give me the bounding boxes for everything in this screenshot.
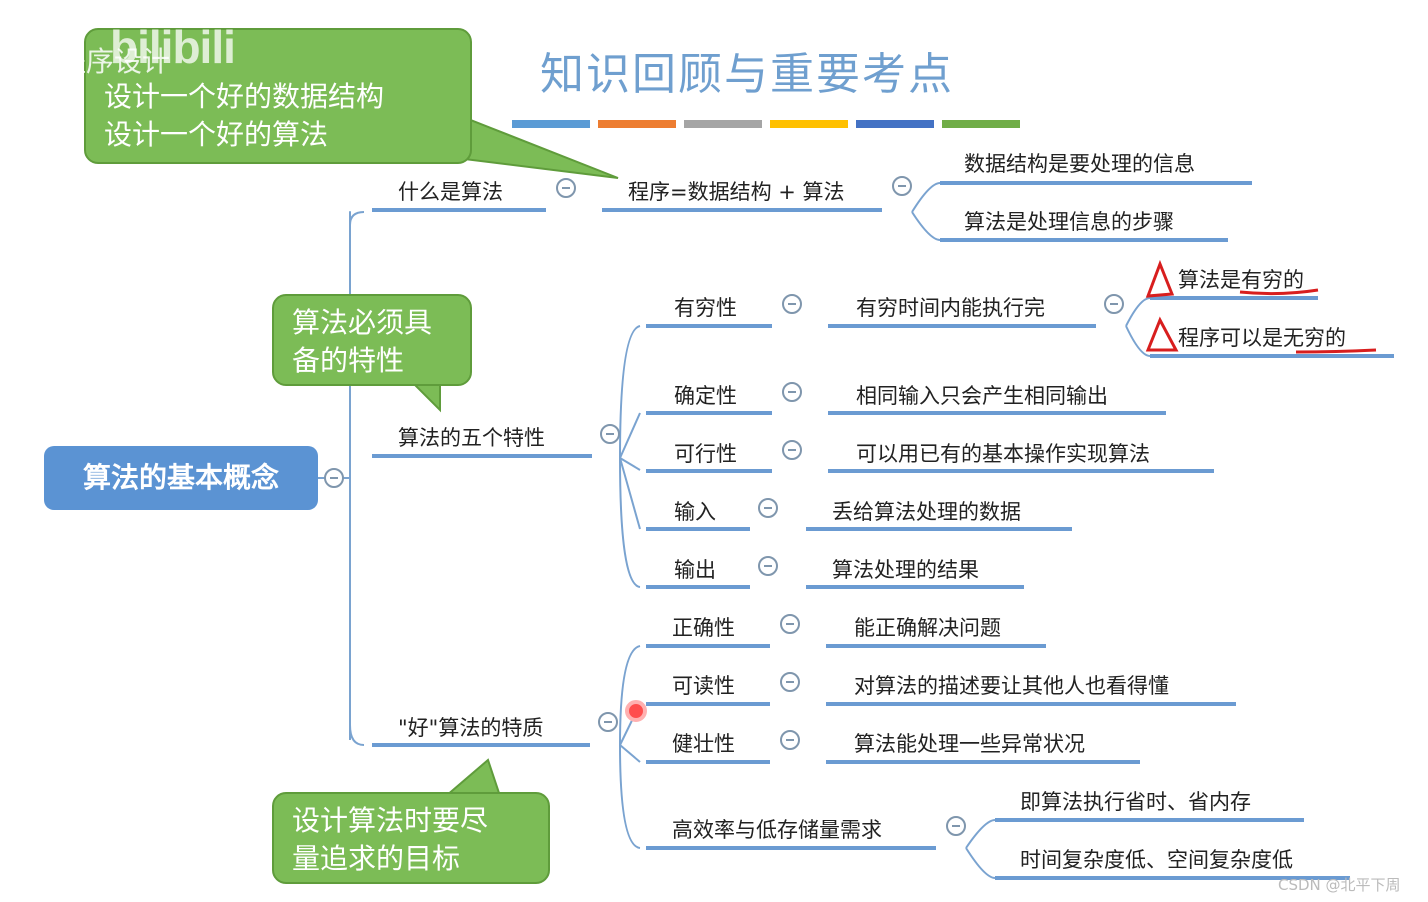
- node-program-child-1[interactable]: 数据结构是要处理的信息: [964, 152, 1195, 176]
- handwritten-annotations: [1145, 259, 1377, 354]
- callout-bottom-pointer: [443, 758, 502, 797]
- node-what-is-algorithm[interactable]: 什么是算法: [398, 180, 503, 204]
- callout-top-line2: 设计一个好的算法: [104, 118, 329, 151]
- node-feasibility[interactable]: 可行性: [674, 442, 737, 466]
- root-node[interactable]: 算法的基本概念: [44, 446, 318, 510]
- node-robustness-desc[interactable]: 算法能处理一些异常状况: [854, 732, 1085, 756]
- callout-bottom-line2: 量追求的目标: [292, 842, 461, 875]
- collapse-icon[interactable]: [600, 424, 620, 444]
- collapse-icon[interactable]: [892, 176, 912, 196]
- callout-mid-line1: 算法必须具: [292, 306, 433, 339]
- node-program-child-2[interactable]: 算法是处理信息的步骤: [964, 210, 1174, 234]
- callout-top-line1: 设计一个好的数据结构: [104, 80, 385, 113]
- node-definiteness-desc[interactable]: 相同输入只会产生相同输出: [856, 384, 1108, 408]
- node-finite-child-1[interactable]: 算法是有穷的: [1178, 268, 1304, 292]
- node-correctness-desc[interactable]: 能正确解决问题: [854, 616, 1001, 640]
- callout-mid: 算法必须具 备的特性: [272, 294, 472, 386]
- collapse-icon[interactable]: [946, 816, 966, 836]
- collapse-icon[interactable]: [782, 440, 802, 460]
- node-output[interactable]: 输出: [674, 558, 716, 582]
- node-robustness[interactable]: 健壮性: [672, 732, 735, 756]
- collapse-icon[interactable]: [758, 556, 778, 576]
- node-finiteness[interactable]: 有穷性: [674, 296, 737, 320]
- node-good-algorithm[interactable]: "好"算法的特质: [398, 716, 544, 740]
- bilibili-logo: bilibili: [110, 21, 236, 73]
- node-efficiency-child-2[interactable]: 时间复杂度低、空间复杂度低: [1020, 848, 1293, 872]
- callout-bottom: 设计算法时要尽 量追求的目标: [272, 792, 550, 884]
- node-input-desc[interactable]: 丢给算法处理的数据: [832, 500, 1021, 524]
- node-correctness[interactable]: 正确性: [672, 616, 735, 640]
- collapse-icon[interactable]: [598, 712, 618, 732]
- video-watermark: 算法程序设计: [2, 45, 171, 78]
- callout-bottom-line1: 设计算法时要尽: [292, 804, 489, 837]
- node-finiteness-desc[interactable]: 有穷时间内能执行完: [856, 296, 1045, 320]
- callout-mid-line2: 备的特性: [292, 344, 405, 377]
- collapse-icon[interactable]: [758, 498, 778, 518]
- node-five-properties[interactable]: 算法的五个特性: [398, 426, 545, 450]
- root-collapse-icon[interactable]: [324, 468, 344, 488]
- node-efficiency-child-1[interactable]: 即算法执行省时、省内存: [1020, 790, 1251, 814]
- node-output-desc[interactable]: 算法处理的结果: [832, 558, 979, 582]
- node-readability-desc[interactable]: 对算法的描述要让其他人也看得懂: [854, 674, 1169, 698]
- node-definiteness[interactable]: 确定性: [674, 384, 737, 408]
- collapse-icon[interactable]: [1104, 294, 1124, 314]
- cursor-highlight: [625, 700, 647, 722]
- node-feasibility-desc[interactable]: 可以用已有的基本操作实现算法: [856, 442, 1150, 466]
- node-readability[interactable]: 可读性: [672, 674, 735, 698]
- csdn-credit: CSDN @北平下周: [1278, 876, 1401, 894]
- node-finite-child-2[interactable]: 程序可以是无穷的: [1178, 326, 1346, 350]
- collapse-icon[interactable]: [780, 672, 800, 692]
- node-program[interactable]: 程序=数据结构 + 算法: [628, 180, 845, 204]
- node-input[interactable]: 输入: [674, 500, 716, 524]
- collapse-icon[interactable]: [782, 382, 802, 402]
- collapse-icon[interactable]: [780, 730, 800, 750]
- collapse-icon[interactable]: [782, 294, 802, 314]
- collapse-icon[interactable]: [556, 178, 576, 198]
- page-title: 知识回顾与重要考点: [540, 49, 954, 100]
- callout-top: 设计一个好的数据结构 设计一个好的算法: [84, 28, 472, 164]
- node-efficiency[interactable]: 高效率与低存储量需求: [672, 818, 882, 842]
- collapse-icon[interactable]: [780, 614, 800, 634]
